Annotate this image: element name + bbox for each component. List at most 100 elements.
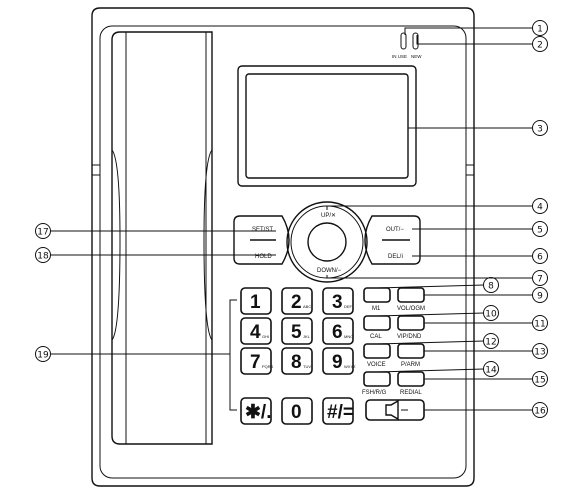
callout-circle: [483, 305, 499, 321]
key-body: [240, 347, 272, 375]
callout-circle: [532, 270, 548, 286]
phone-body-outline: [91, 7, 475, 487]
callout-number: 5: [537, 226, 543, 236]
key-digit: 2: [291, 292, 302, 313]
key-letters: PQRS: [262, 364, 274, 369]
callout-number: 11: [534, 320, 545, 330]
right-notch: [465, 164, 474, 176]
cal-label: CAL: [370, 334, 382, 340]
callout-number: 3: [537, 125, 543, 135]
vip-dnd-label: VIP/DND: [397, 334, 422, 340]
lcd-screen: [245, 73, 409, 179]
key-digit: 4: [250, 322, 261, 343]
in-use-led: [400, 32, 407, 50]
del-label: DEL/ⅰ: [388, 253, 403, 260]
callout-marker: 6: [532, 248, 548, 264]
callout-number: 19: [37, 351, 49, 361]
callout-marker: 17: [35, 223, 51, 239]
callout-marker: 5: [532, 221, 548, 237]
nav-ring-outer: [286, 201, 368, 283]
inner-frame: [99, 25, 467, 479]
callout-marker: 15: [532, 371, 548, 387]
key-letters: GHI: [262, 334, 269, 339]
callout-marker: 19: [35, 346, 51, 362]
callout-circle: [35, 346, 51, 362]
callout-circle: [532, 221, 548, 237]
handset: [111, 31, 213, 445]
callout-number: 2: [537, 41, 543, 51]
keypad-key: 1: [240, 287, 272, 315]
key-body: [322, 397, 354, 425]
m1-label: M1: [372, 306, 381, 312]
key-digit: 7: [250, 352, 261, 373]
key-digit: #/=: [327, 402, 354, 423]
key-body: [240, 287, 272, 315]
m1-button: [363, 287, 391, 303]
callout-number: 18: [37, 252, 49, 262]
lcd-bezel: [237, 65, 417, 187]
callout-number: 9: [537, 292, 543, 302]
key-body: [281, 287, 313, 315]
callout-number: 8: [488, 282, 494, 292]
callout-circle: [532, 371, 548, 387]
key-body: [240, 397, 272, 425]
p-arm-button: [397, 343, 425, 359]
key-body: [322, 317, 354, 345]
key-letters: JKL: [303, 334, 311, 339]
set-st-label: SET/ST: [252, 227, 273, 233]
nav-center-button: [307, 222, 347, 262]
keypad-key: #/=: [322, 397, 354, 425]
key-body: [322, 347, 354, 375]
callout-circle: [532, 198, 548, 214]
new-label: NEW: [411, 54, 422, 59]
callout-marker: 8: [483, 277, 499, 293]
callout-circle: [532, 20, 548, 36]
key-body: [322, 287, 354, 315]
callout-circle: [532, 287, 548, 303]
callout-circle: [532, 36, 548, 52]
key-digit: 3: [332, 292, 343, 313]
left-notch: [92, 164, 101, 176]
function-keys: M1 VOL/OGM CAL VIP/DND VOICE P/ARM FSH/R…: [362, 287, 425, 421]
callout-marker: 13: [532, 343, 548, 359]
callout-marker: 10: [483, 305, 499, 321]
nav-up-label: UP/✕: [321, 213, 336, 219]
redial-button: [397, 371, 425, 387]
callout-marker: 18: [35, 247, 51, 263]
callout-marker: 7: [532, 270, 548, 286]
key-body: [281, 397, 313, 425]
callout-circle: [483, 333, 499, 349]
callout-number: 1: [537, 25, 543, 35]
callout-marker: 4: [532, 198, 548, 214]
speaker-icon: [385, 399, 408, 421]
key-body: [240, 317, 272, 345]
key-letters: TUV: [303, 364, 311, 369]
redial-label: REDIAL: [400, 390, 422, 396]
callout-circle: [35, 223, 51, 239]
key-digit: 6: [332, 322, 343, 343]
fsh-rg-button: [363, 371, 391, 387]
callout-number: 10: [485, 310, 497, 320]
callout-marker: 9: [532, 287, 548, 303]
new-led: [412, 32, 419, 50]
callout-circle: [532, 402, 548, 418]
cal-button: [363, 315, 391, 331]
callout-marker: 2: [532, 36, 548, 52]
in-use-label: IN USE: [392, 54, 407, 59]
keypad-key: 0: [281, 397, 313, 425]
right-key-group: OUT/− DEL/ⅰ: [364, 215, 421, 265]
vol-ogm-button: [397, 287, 425, 303]
vol-ogm-label: VOL/OGM: [397, 306, 425, 312]
callout-number: 15: [534, 376, 545, 386]
fsh-rg-label: FSH/R/G: [362, 390, 387, 396]
key-digit: 0: [291, 402, 302, 423]
key-letters: MNO: [344, 334, 353, 339]
